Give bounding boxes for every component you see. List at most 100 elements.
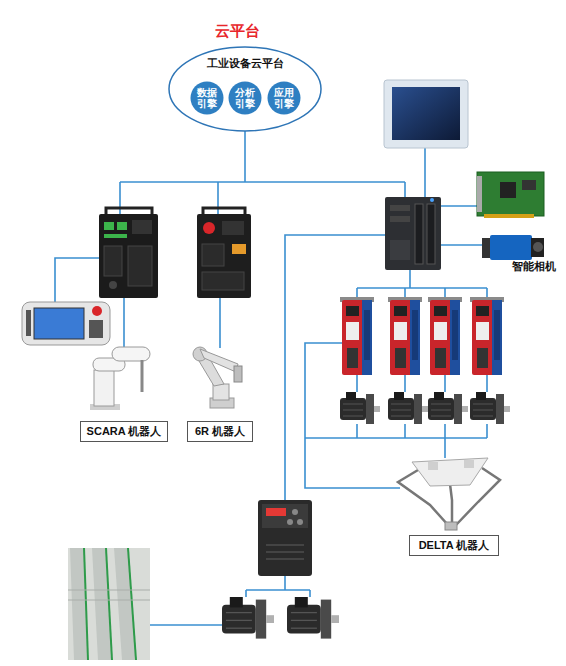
robot-controller	[197, 208, 251, 298]
wire-part	[284, 576, 286, 590]
touch-screen-part	[384, 80, 468, 148]
inverter-part	[297, 519, 303, 525]
servo-motor-part	[470, 392, 510, 424]
pcie-card	[477, 172, 544, 218]
conveyor-part	[128, 548, 136, 660]
wire-part	[245, 590, 247, 597]
node-outline	[191, 82, 224, 115]
touch-screen-part	[392, 87, 460, 140]
node-text: DELTA 机器人	[419, 539, 490, 552]
wire-part	[444, 438, 446, 458]
wire-part	[441, 244, 482, 246]
robot-controller-part	[203, 222, 215, 234]
scara-controller-part	[128, 246, 152, 286]
wire-part	[444, 375, 446, 392]
industrial-pc-part	[385, 197, 441, 270]
scara-controller-part	[104, 234, 127, 238]
delta-robot	[398, 458, 500, 530]
scara-robot-part	[141, 360, 144, 392]
servo-drive-part	[388, 297, 422, 375]
inverter-part	[262, 504, 308, 528]
conveyor-part	[114, 548, 136, 660]
delta-robot-part	[445, 522, 457, 530]
wire-part	[404, 182, 406, 197]
wire-part	[244, 131, 246, 182]
scara-controller-part	[109, 281, 117, 289]
engine-circle: 应用 引擎	[267, 81, 301, 115]
conveyor-part	[106, 548, 112, 660]
servo-drive	[340, 297, 504, 375]
servo-motor	[340, 392, 510, 424]
wire-part	[444, 288, 446, 297]
node-text: 工业设备云平台	[168, 57, 322, 70]
teach-pendant-part	[26, 310, 31, 336]
wire-part	[55, 258, 100, 302]
scara-controller	[99, 208, 158, 298]
node-text: SCARA 机器人	[87, 425, 162, 438]
smart-camera-part	[533, 242, 543, 252]
scara-controller-part	[117, 222, 127, 230]
node-text: 分析 引擎	[233, 87, 257, 110]
wire-part	[404, 288, 406, 297]
cloud-platform-ellipse: 工业设备云平台数据 引擎分析 引擎应用 引擎	[168, 46, 322, 132]
delta-robot-part	[464, 460, 474, 468]
conveyor-part	[92, 548, 112, 660]
node-outline	[229, 82, 262, 115]
wire-part	[309, 590, 311, 597]
servo-motor-part	[388, 392, 428, 424]
wire-part	[486, 424, 488, 438]
industrial-pc-part	[390, 205, 410, 211]
pcie-card-part	[500, 182, 516, 198]
wire-part	[357, 287, 487, 289]
robot-controller-part	[232, 244, 246, 254]
teach-pendant-part	[92, 306, 102, 316]
robot-label-box: SCARA 机器人	[80, 421, 168, 442]
robot-controller-part	[202, 272, 244, 290]
smart-camera-part	[490, 235, 532, 260]
conveyor-part	[68, 590, 150, 591]
delta-robot-part	[428, 462, 438, 470]
scara-controller-part	[104, 246, 122, 276]
six-axis-robot-part	[213, 384, 229, 400]
wire-part	[285, 235, 385, 500]
teach-pendant-part	[22, 302, 110, 345]
robot-label-box: DELTA 机器人	[409, 535, 499, 556]
wire-part	[120, 181, 405, 183]
inverter-part	[287, 519, 293, 525]
delta-robot-part	[412, 458, 488, 486]
six-axis-robot-part	[234, 366, 242, 382]
touch-screen	[384, 80, 468, 148]
conveyor-part	[68, 600, 150, 601]
servo-motor-part	[340, 392, 380, 424]
industrial-pc-part	[427, 204, 435, 264]
wire-part	[305, 437, 487, 439]
industrial-pc	[385, 197, 441, 270]
wire-part	[404, 375, 406, 392]
conveyor	[68, 548, 150, 660]
conveyor-part	[68, 548, 150, 660]
inverter-part	[266, 558, 304, 560]
pcie-card-part	[484, 214, 534, 218]
pcie-card-part	[522, 180, 536, 190]
robot-controller-part	[197, 214, 251, 298]
ac-motor-part	[222, 597, 274, 639]
inverter-part	[292, 509, 298, 515]
robot-controller-part	[222, 221, 244, 235]
node-text: 应用 引擎	[272, 87, 296, 110]
industrial-pc-part	[390, 240, 410, 260]
wire-part	[444, 424, 446, 438]
robot-controller-part	[202, 244, 224, 266]
inverter-part	[266, 551, 304, 553]
scara-robot-part	[112, 347, 150, 361]
wire-part	[246, 589, 310, 591]
wire-part	[356, 424, 358, 438]
teach-pendant-part	[34, 308, 84, 339]
ac-motor	[222, 597, 339, 639]
scara-controller-part	[104, 222, 114, 230]
wire-part	[441, 205, 477, 207]
scara-controller-part	[132, 220, 152, 234]
teach-pendant	[22, 302, 110, 345]
engine-circle: 分析 引擎	[228, 81, 262, 115]
smart-camera	[482, 235, 544, 260]
